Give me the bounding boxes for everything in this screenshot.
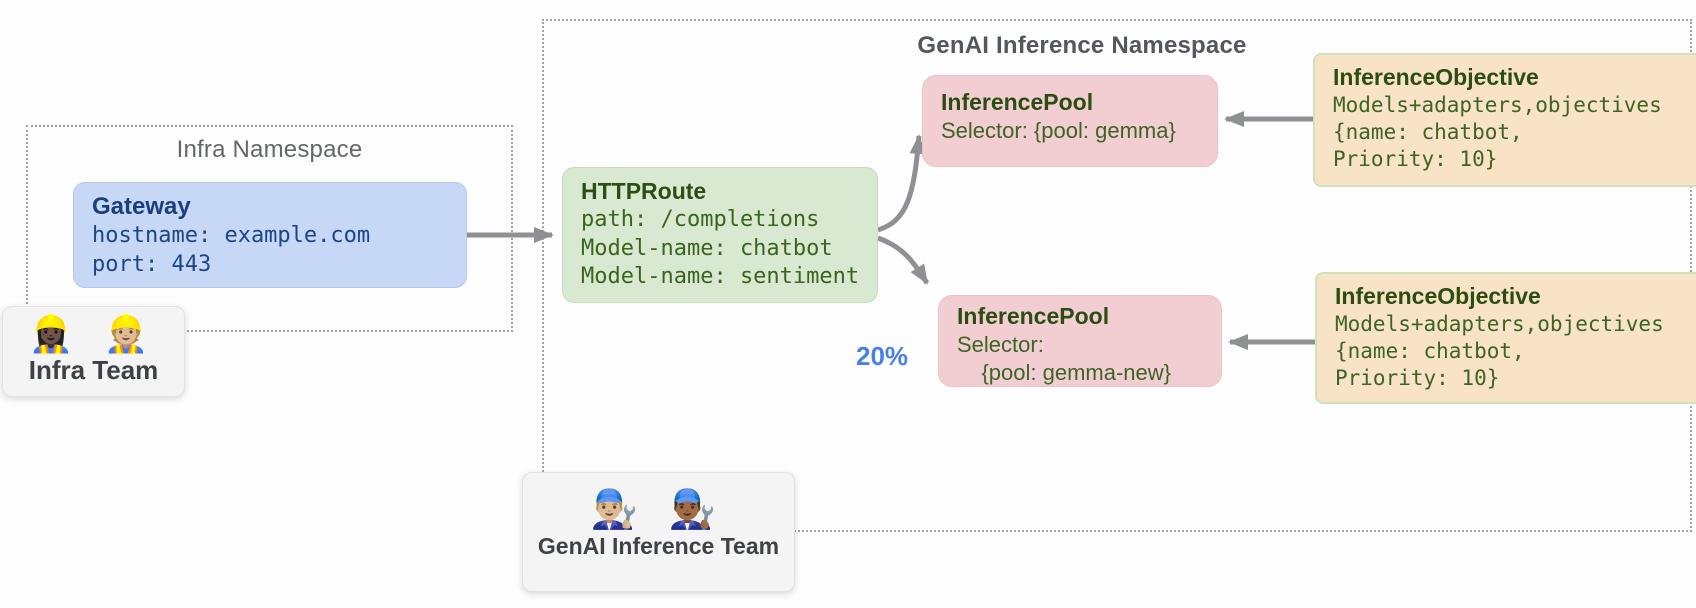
inference-objective-1-node: InferenceObjective Models+adapters,objec… [1313, 53, 1696, 187]
inference-objective-1-properties: Models+adapters,objectives {name: chatbot… [1333, 92, 1682, 173]
infra-namespace-boundary: Infra Namespace [26, 125, 513, 332]
node-text-line: Selector: [957, 332, 1044, 357]
infra-team-card: 👷🏿‍♀️ 👷🏼 Infra Team [2, 306, 185, 397]
node-text-line: Model-name: sentiment [581, 264, 860, 289]
infra-namespace-label: Infra Namespace [176, 136, 363, 163]
genai-team-mechanics-icon: 👨🏼‍🔧 👨🏾‍🔧 [590, 489, 727, 531]
node-text-line: Model-name: chatbot [581, 235, 833, 261]
inference-objective-2-title: InferenceObjective [1335, 283, 1541, 309]
node-text-line: {name: chatbot, [1335, 339, 1525, 363]
node-text-line: Models+adapters,objectives [1335, 312, 1664, 336]
gateway-node: Gateway hostname: example.com port: 443 [73, 182, 467, 288]
node-text-line: Priority: 10} [1335, 366, 1500, 390]
node-text-line: Priority: 10} [1333, 147, 1498, 171]
inference-pool-1-node: InferencePool Selector: {pool: gemma} [922, 75, 1218, 167]
inference-objective-1-title: InferenceObjective [1333, 64, 1539, 90]
genai-namespace-label: GenAI Inference Namespace [917, 32, 1247, 59]
inference-objective-2-properties: Models+adapters,objectives {name: chatbot… [1335, 311, 1682, 392]
inference-pool-1-title: InferencePool [941, 89, 1094, 115]
genai-team-label: GenAI Inference Team [537, 533, 780, 559]
inference-objective-2-node: InferenceObjective Models+adapters,objec… [1315, 272, 1696, 404]
inference-pool-2-node: InferencePool Selector: {pool: gemma-new… [938, 295, 1222, 387]
node-text-line: port: 443 [92, 252, 212, 277]
gateway-properties: hostname: example.com port: 443 [92, 221, 448, 279]
httproute-title: HTTPRoute [581, 178, 707, 204]
inference-pool-2-title: InferencePool [957, 303, 1110, 329]
infra-team-label: Infra Team [28, 355, 159, 385]
traffic-split-label: 20% [856, 341, 909, 371]
node-text-line: {name: chatbot, [1333, 120, 1523, 144]
node-text-line: Selector: {pool: gemma} [941, 118, 1176, 143]
genai-team-card: 👨🏼‍🔧 👨🏾‍🔧 GenAI Inference Team [522, 472, 795, 592]
node-text-line: hostname: example.com [92, 223, 371, 248]
gateway-title: Gateway [92, 193, 191, 220]
node-text-line: {pool: gemma-new} [957, 360, 1172, 385]
inference-pool-2-selector: Selector: {pool: gemma-new} [957, 331, 1203, 387]
node-text-line: path: /completions [581, 207, 820, 232]
inference-pool-1-selector: Selector: {pool: gemma} [941, 117, 1199, 145]
infra-team-workers-icon: 👷🏿‍♀️ 👷🏼 [28, 313, 159, 354]
node-text-line: Models+adapters,objectives [1333, 93, 1662, 117]
